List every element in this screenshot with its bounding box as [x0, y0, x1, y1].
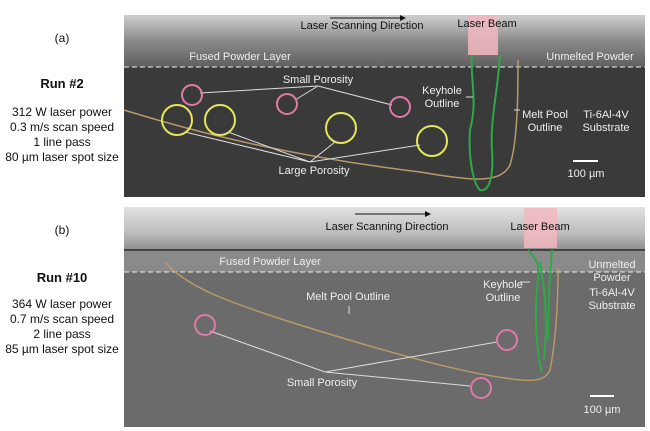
scale-label: 100 µm [568, 168, 605, 180]
param: 1 line pass [33, 135, 90, 149]
melt-pool-label: Outline [528, 122, 563, 134]
small-pore-marker [496, 329, 518, 351]
large-pore-marker [416, 125, 448, 157]
large-pore-marker [161, 104, 193, 136]
param: 2 line pass [33, 327, 90, 341]
param: 0.3 m/s scan speed [10, 120, 114, 134]
small-pore-marker [194, 314, 216, 336]
panel-tag: (b) [55, 223, 70, 237]
large-pore-marker [325, 112, 357, 144]
keyhole-label: Keyhole [422, 85, 462, 97]
keyhole-label: Keyhole [483, 279, 523, 291]
small-porosity-label: Small Porosity [287, 377, 358, 389]
panel-a: (a) Run #2 312 W laser power 0.3 m/s sca… [5, 15, 645, 197]
fused-layer-label: Fused Powder Layer [189, 51, 291, 63]
melt-pool-label: Melt Pool Outline [306, 291, 390, 303]
melt-pool-outline [164, 261, 559, 382]
powder-band [124, 250, 645, 272]
powder-band [124, 15, 645, 67]
laser-beam [468, 15, 498, 55]
run-label: Run #2 [40, 76, 83, 91]
small-pore-marker [470, 377, 492, 399]
melt-pool-outline [123, 59, 519, 180]
param: 85 µm laser spot size [5, 342, 119, 356]
small-pore-marker [181, 84, 203, 106]
unmelted-label: Unmelted [588, 259, 635, 271]
small-porosity-label: Small Porosity [283, 74, 354, 86]
panel-tag: (a) [55, 31, 70, 45]
param: 80 µm laser spot size [5, 150, 119, 164]
small-pore-marker [389, 96, 411, 118]
laser-beam [524, 208, 557, 248]
keyhole-outline [468, 54, 501, 192]
substrate-label: Substrate [588, 300, 635, 312]
keyhole-label: Outline [486, 292, 521, 304]
small-pore-marker [276, 93, 298, 115]
leader-lines [184, 85, 520, 163]
melt-pool-label: Melt Pool [522, 109, 568, 121]
laser-beam-label: Laser Beam [457, 18, 516, 30]
param: 312 W laser power [12, 105, 112, 119]
keyhole-outline [527, 249, 553, 373]
substrate-label: Ti-6Al-4V [583, 109, 629, 121]
scan-direction-label: Laser Scanning Direction [301, 20, 424, 32]
leader-lines [209, 281, 530, 387]
fused-layer-label: Fused Powder Layer [219, 256, 321, 268]
scan-direction-label: Laser Scanning Direction [326, 221, 449, 233]
param: 364 W laser power [12, 297, 112, 311]
laser-beam-label: Laser Beam [510, 221, 569, 233]
panel-b: (b) Run #10 364 W laser power 0.7 m/s sc… [5, 207, 645, 427]
unmelted-label: Powder [593, 272, 631, 284]
scale-label: 100 µm [584, 404, 621, 416]
large-pore-marker [204, 104, 236, 136]
keyhole-label: Outline [425, 98, 460, 110]
run-label: Run #10 [37, 270, 88, 285]
substrate-label: Ti-6Al-4V [589, 287, 635, 299]
large-porosity-label: Large Porosity [279, 165, 350, 177]
unmelted-label: Unmelted Powder [546, 51, 634, 63]
param: 0.7 m/s scan speed [10, 312, 114, 326]
substrate-label: Substrate [582, 122, 629, 134]
